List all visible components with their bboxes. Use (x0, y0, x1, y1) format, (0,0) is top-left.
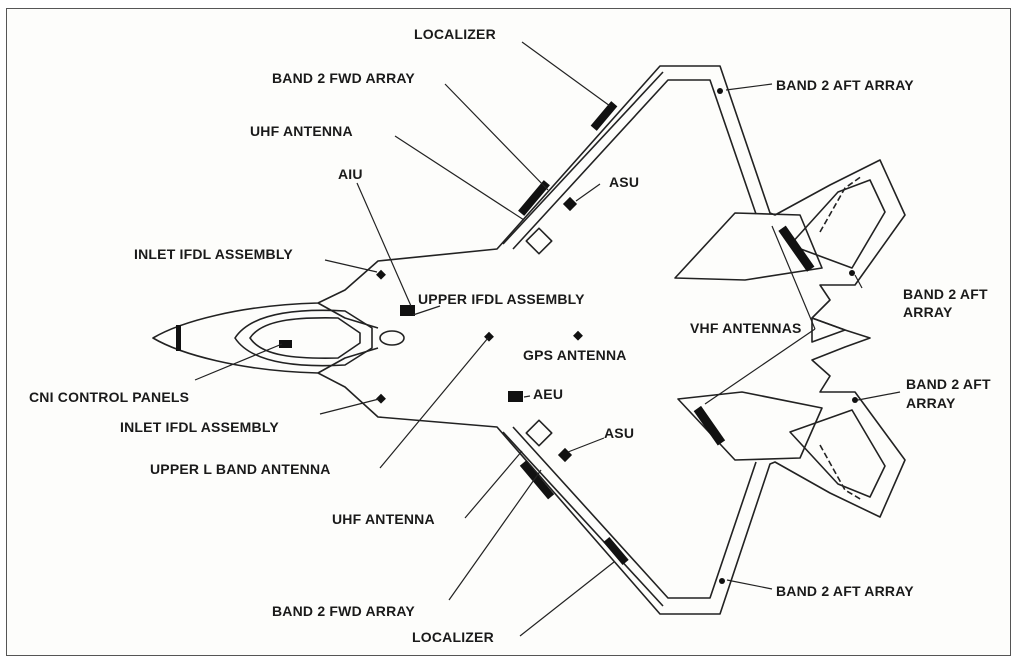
label-inlet-ifdl-bot: INLET IFDL ASSEMBLY (120, 419, 279, 435)
figure-frame (6, 8, 1011, 656)
aircraft-outline (152, 65, 906, 615)
band2-aft-top-mark (778, 225, 815, 272)
label-vhf: VHF ANTENNAS (690, 320, 802, 336)
band2-fwd-top-mark (518, 180, 550, 216)
label-asu-bot: ASU (604, 425, 635, 441)
label-upper-l-band: UPPER L BAND ANTENNA (150, 461, 331, 477)
inlet-ifdl-bot-mark (376, 393, 386, 404)
label-band2-aft-right-bot-2: ARRAY (906, 395, 956, 411)
asu-top-mark (562, 196, 578, 212)
label-band2-aft-top: BAND 2 AFT ARRAY (776, 77, 914, 93)
asu-bot-mark (557, 447, 573, 463)
canopy (234, 309, 373, 367)
cni-mark (279, 340, 292, 348)
band2-fwd-bot-mark (519, 460, 555, 500)
label-localizer-bot: LOCALIZER (412, 629, 494, 645)
wing-inner-bot (512, 426, 757, 599)
label-aiu: AIU (338, 166, 363, 182)
stabilizer-top (674, 212, 823, 281)
label-band2-aft-right-bot-1: BAND 2 AFT (906, 376, 991, 392)
gps-mark (573, 330, 583, 341)
label-asu-top: ASU (609, 174, 640, 190)
stabilizer-bot (677, 391, 823, 461)
label-cni: CNI CONTROL PANELS (29, 389, 190, 405)
aeu-mark (508, 391, 523, 402)
label-band2-fwd-top: BAND 2 FWD ARRAY (272, 70, 415, 86)
label-upper-ifdl: UPPER IFDL ASSEMBLY (418, 291, 585, 307)
label-uhf-bot: UHF ANTENNA (332, 511, 435, 527)
label-localizer-top: LOCALIZER (414, 26, 496, 42)
label-band2-fwd-bot: BAND 2 FWD ARRAY (272, 603, 415, 619)
label-band2-aft-right-top-2: ARRAY (903, 304, 953, 320)
upper-ifdl-mark (400, 305, 415, 316)
label-band2-aft-right-top-1: BAND 2 AFT (903, 286, 988, 302)
label-inlet-ifdl-top: INLET IFDL ASSEMBLY (134, 246, 293, 262)
localizer-bot-mark (603, 536, 629, 566)
label-aeu: AEU (533, 386, 564, 402)
wing-inner-top (512, 79, 757, 250)
label-uhf-top: UHF ANTENNA (250, 123, 353, 139)
band2-aft-bot-mark (693, 405, 726, 446)
localizer-top-mark (590, 101, 618, 131)
label-gps: GPS ANTENNA (523, 347, 627, 363)
label-band2-aft-bot: BAND 2 AFT ARRAY (776, 583, 914, 599)
inlet-ifdl-top-mark (376, 269, 386, 280)
